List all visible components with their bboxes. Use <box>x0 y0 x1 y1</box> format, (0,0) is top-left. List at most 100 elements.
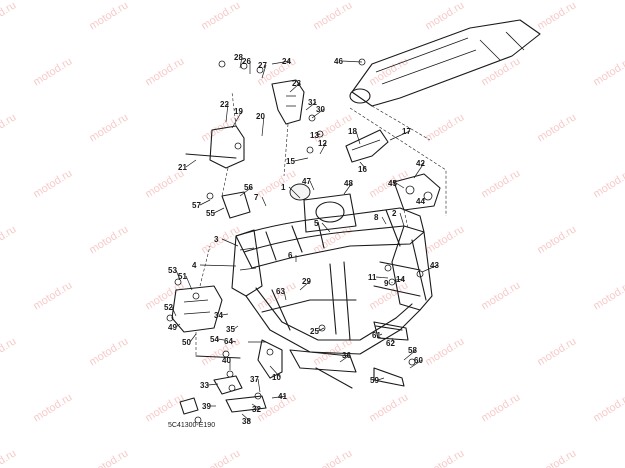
callout-62: 62 <box>386 339 395 348</box>
callout-20: 20 <box>256 112 265 121</box>
callout-7: 7 <box>254 193 259 202</box>
watermark-text: motod.ru <box>479 167 522 200</box>
callout-59: 59 <box>370 376 379 385</box>
callout-21: 21 <box>178 163 187 172</box>
leader-line-34 <box>221 313 229 316</box>
leader-line-55 <box>213 207 225 214</box>
leader-line-17 <box>389 130 411 141</box>
leader-line-32 <box>251 403 261 410</box>
watermark-text: motod.ru <box>423 335 466 368</box>
leader-line-23 <box>289 82 301 93</box>
callout-8: 8 <box>374 213 379 222</box>
watermark-text: motod.ru <box>591 55 625 88</box>
bracket-23 <box>271 79 305 125</box>
watermark-text: motod.ru <box>311 447 354 468</box>
muffler-end <box>349 88 371 104</box>
leader-line-25 <box>317 327 325 332</box>
callout-56: 56 <box>244 183 253 192</box>
leader-line-51 <box>185 275 193 291</box>
callout-28: 28 <box>234 53 243 62</box>
leader-lines <box>171 56 439 422</box>
watermark-text: motod.ru <box>423 447 466 468</box>
callout-46: 46 <box>334 57 343 66</box>
callout-24: 24 <box>282 57 291 66</box>
leader-line-56 <box>239 186 253 197</box>
leader-line-38 <box>241 413 251 422</box>
leader-line-13 <box>317 133 321 136</box>
bracket-33 <box>213 375 243 395</box>
callout-36: 36 <box>342 351 351 360</box>
callout-38: 38 <box>242 417 251 426</box>
callout-57: 57 <box>192 201 201 210</box>
grommet-48 <box>289 183 311 201</box>
callout-25: 25 <box>310 327 319 336</box>
muffler-shape <box>351 19 541 107</box>
leader-line-58 <box>403 349 417 361</box>
callout-42: 42 <box>416 159 425 168</box>
watermark-text: motod.ru <box>591 279 625 312</box>
leader-line-20 <box>261 115 265 137</box>
callout-41: 41 <box>278 392 287 401</box>
leader-line-45 <box>395 182 405 189</box>
watermark-text: motod.ru <box>535 111 578 144</box>
watermark-text: motod.ru <box>591 167 625 200</box>
leader-line-49 <box>175 323 181 328</box>
callout-18: 18 <box>348 127 357 136</box>
callout-1: 1 <box>281 183 286 192</box>
callout-2: 2 <box>392 209 397 218</box>
callout-32: 32 <box>252 405 261 414</box>
watermark-text: motod.ru <box>143 391 186 424</box>
frame-cradle <box>245 295 421 355</box>
callout-labels: 1234567891011121314151617181920212223242… <box>164 53 439 426</box>
leader-line-64 <box>231 340 237 343</box>
bracket-50 <box>171 285 223 333</box>
leader-line-19 <box>231 110 243 129</box>
callout-29: 29 <box>302 277 311 286</box>
bracket-37 <box>225 395 267 413</box>
watermark-text: motod.ru <box>87 111 130 144</box>
callout-39: 39 <box>202 402 211 411</box>
leader-line-12 <box>319 142 327 155</box>
leader-line-50 <box>189 333 197 343</box>
watermark-text: motod.ru <box>31 167 74 200</box>
leader-line-8 <box>381 216 387 225</box>
leader-line-36 <box>339 354 351 363</box>
air-box <box>303 193 357 233</box>
watermark-text: motod.ru <box>535 447 578 468</box>
callout-37: 37 <box>250 375 259 384</box>
callout-61: 61 <box>372 331 381 340</box>
watermark-text: motod.ru <box>143 55 186 88</box>
watermark-text: motod.ru <box>311 0 354 33</box>
watermark-text: motod.ru <box>367 55 410 88</box>
leader-line-63 <box>283 290 287 301</box>
watermark-text: motod.ru <box>0 335 18 368</box>
leader-line-57 <box>199 199 211 206</box>
watermark-text: motod.ru <box>535 335 578 368</box>
callout-53: 53 <box>168 266 177 275</box>
watermark-text: motod.ru <box>87 223 130 256</box>
callout-10: 10 <box>272 373 281 382</box>
steering-head <box>231 229 263 297</box>
callout-33: 33 <box>200 381 209 390</box>
watermark-text: motod.ru <box>423 223 466 256</box>
callout-9: 9 <box>384 279 389 288</box>
leader-line-35 <box>233 325 239 330</box>
leader-line-48 <box>343 182 353 195</box>
leader-line-7 <box>261 196 267 207</box>
leader-line-30 <box>311 108 325 119</box>
leader-line-21 <box>185 159 197 168</box>
lower-rail <box>289 349 357 373</box>
callout-17: 17 <box>402 127 411 136</box>
watermark-text: motod.ru <box>199 447 242 468</box>
leader-line-59 <box>377 377 385 381</box>
watermark-text: motod.ru <box>0 223 18 256</box>
watermark-text: motod.ru <box>479 279 522 312</box>
leader-line-62 <box>391 337 395 344</box>
callout-19: 19 <box>234 107 243 116</box>
leader-line-52 <box>171 306 177 317</box>
leader-line-22 <box>225 103 229 123</box>
watermark-text: motod.ru <box>535 0 578 33</box>
watermark-text: motod.ru <box>423 0 466 33</box>
